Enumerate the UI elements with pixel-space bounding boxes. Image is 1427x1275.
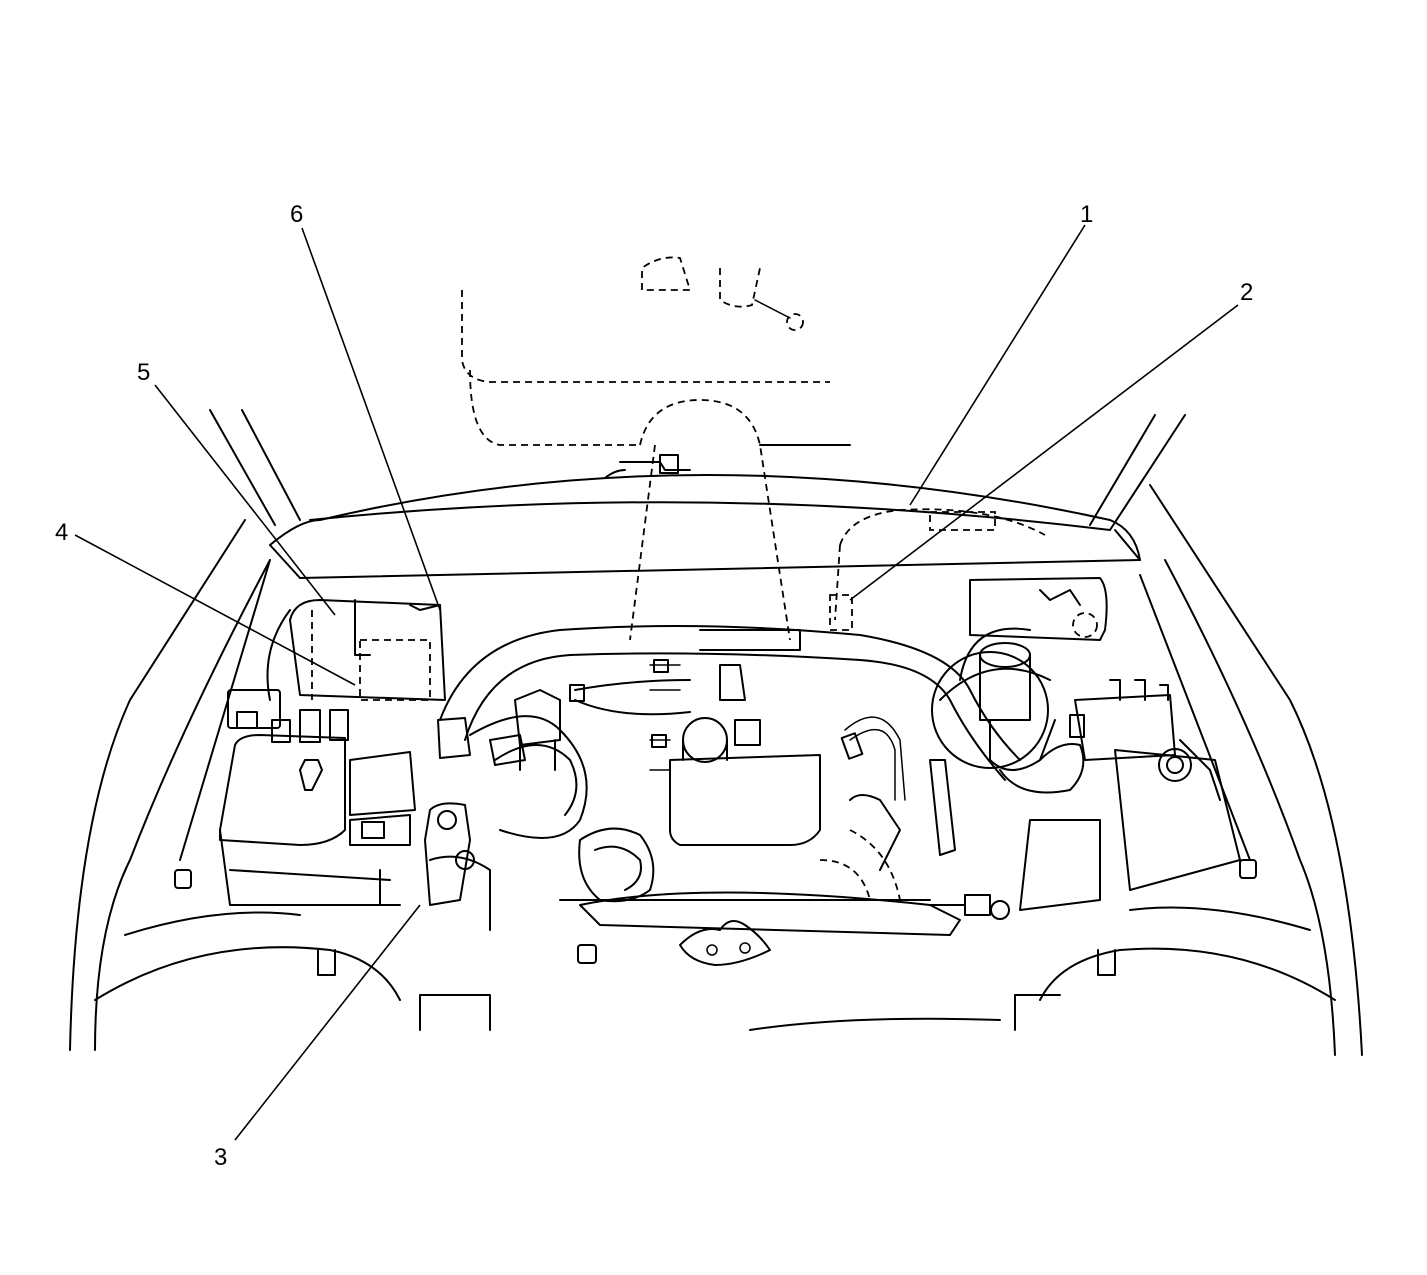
callout-labels: 1 2 3 4 5 6 (55, 201, 1253, 1171)
callout-5: 5 (137, 359, 150, 386)
leader-line-5 (154, 384, 336, 616)
callout-4: 4 (55, 519, 68, 546)
vehicle-body (69, 409, 1363, 1056)
hidden-firewall-components (461, 256, 1046, 641)
right-side-components (931, 577, 1241, 891)
callout-3: 3 (214, 1144, 227, 1171)
leader-line-3 (234, 904, 421, 1141)
leader-line-1 (909, 224, 1086, 506)
callout-leaders (74, 224, 1239, 1141)
engine-assembly (439, 625, 1101, 936)
callout-6: 6 (290, 201, 303, 228)
callout-1: 1 (1080, 201, 1093, 228)
left-side-components (219, 599, 588, 931)
leader-line-4 (74, 534, 356, 686)
leader-line-2 (849, 304, 1239, 601)
leader-line-6 (301, 227, 441, 611)
callout-2: 2 (1240, 279, 1253, 306)
